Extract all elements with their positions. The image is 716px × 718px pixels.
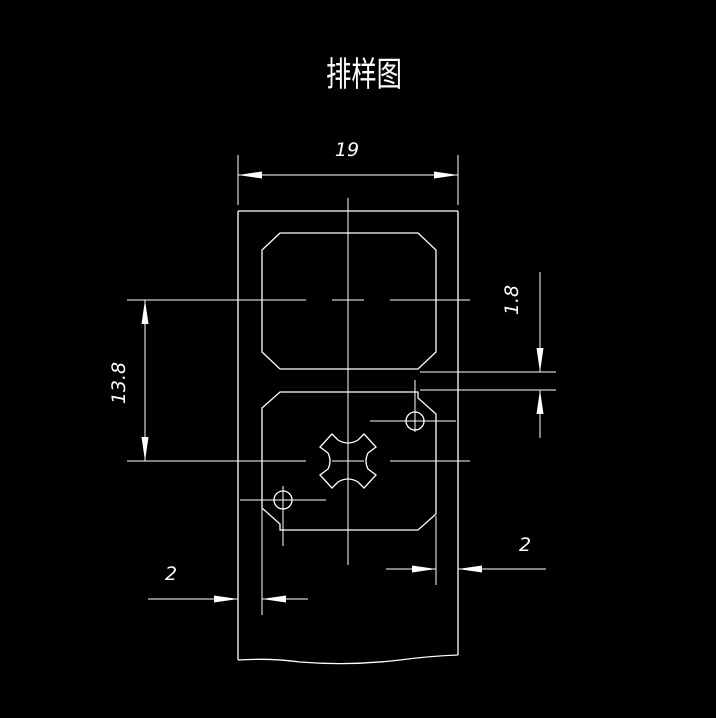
dimension-right-margin [386,516,546,585]
upper-blank-outline [261,232,437,370]
dimension-strip-width [237,155,459,205]
dimension-pitch [141,300,149,461]
dimension-left-margin [148,500,308,615]
center-cross-hole [319,433,377,489]
dimension-pitch-label: 13.8 [108,362,130,404]
dimension-gap-label: 1.8 [501,285,523,315]
dimension-left-margin-label: 2 [165,563,177,585]
lower-blank-outline [261,391,437,531]
dimension-right-margin-label: 2 [519,534,531,556]
dimension-gap [420,272,556,438]
dimension-strip-width-label: 19 [335,139,359,161]
center-lines [127,198,470,565]
drawing-title: 排样图 [326,55,402,95]
